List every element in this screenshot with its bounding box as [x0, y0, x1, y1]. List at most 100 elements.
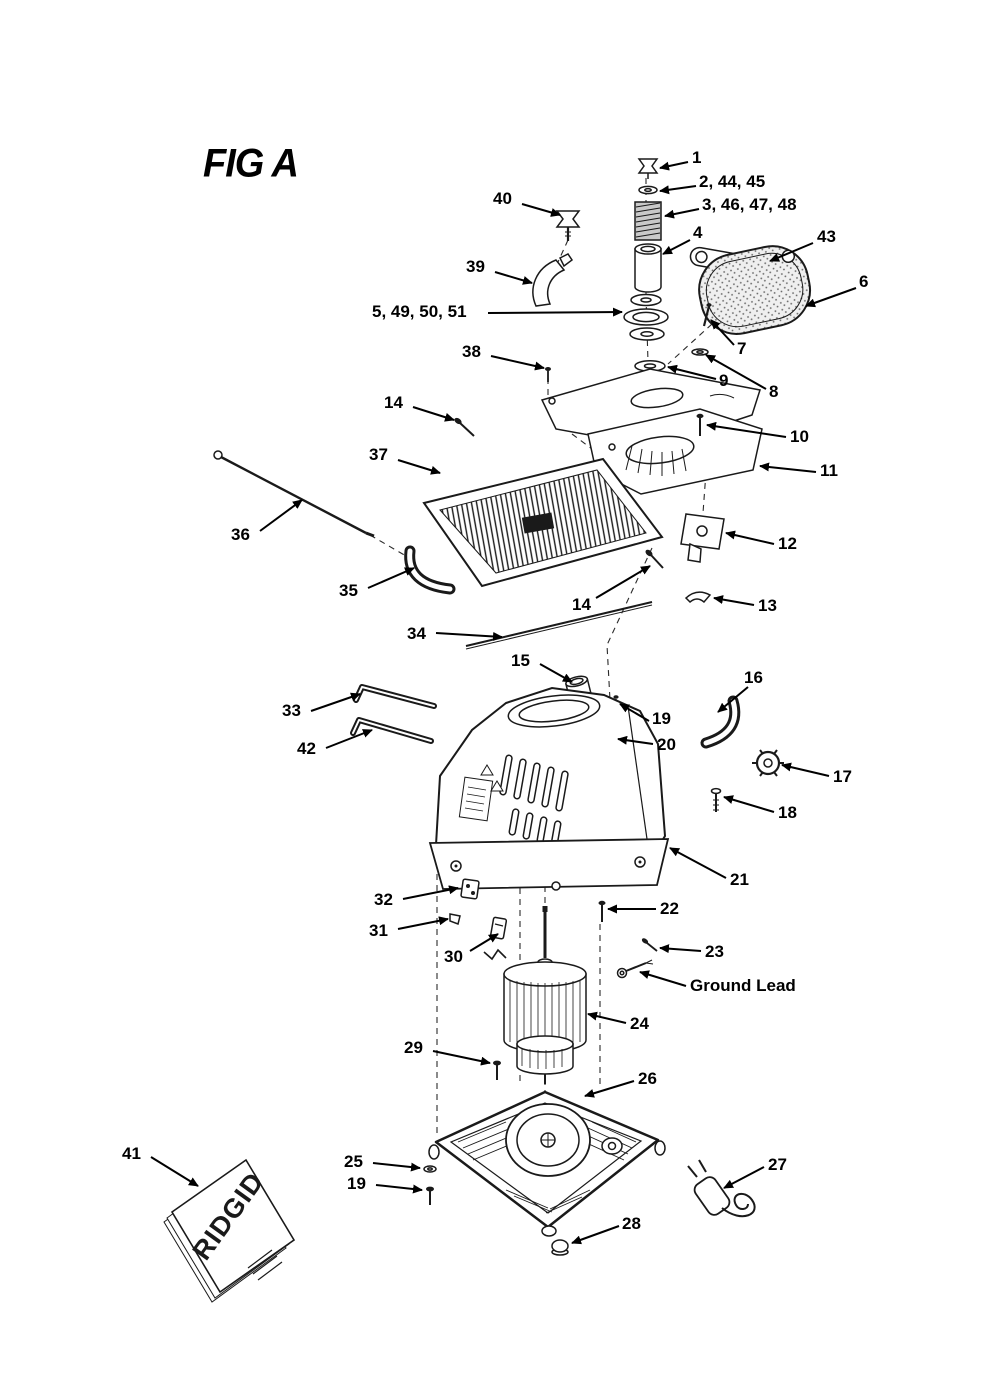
- figure-title: FIG A: [203, 141, 299, 187]
- callout-arrow-7: [710, 319, 735, 346]
- callout-14: 14: [572, 595, 591, 614]
- callout-26: 26: [638, 1069, 657, 1088]
- callout-arrow-38: [490, 355, 545, 371]
- callout-29: 29: [404, 1038, 423, 1057]
- callout-18: 18: [778, 803, 797, 822]
- callout-arrow-19: [619, 703, 650, 722]
- callout-36: 36: [231, 525, 250, 544]
- part-39-guard-bracket: [532, 253, 574, 307]
- callout-arrow-2-44-45: [659, 185, 697, 195]
- callout-arrow-23: [659, 944, 702, 954]
- callout-5-49-50-51: 5, 49, 50, 51: [372, 302, 467, 321]
- callout-20: 20: [657, 735, 676, 754]
- part-7-pin: [702, 303, 712, 327]
- callout-arrow-layer: [150, 161, 857, 1245]
- part-8-washer: [691, 348, 709, 356]
- callout-35: 35: [339, 581, 358, 600]
- callout-arrow-20: [617, 735, 654, 745]
- callout-arrow-8: [705, 354, 767, 390]
- callout-41: 41: [122, 1144, 141, 1163]
- callout-arrow-15: [539, 663, 573, 683]
- part-18-screw: [710, 787, 722, 812]
- callout-25: 25: [344, 1152, 363, 1171]
- callout-28: 28: [622, 1214, 641, 1233]
- part-38-screw: [545, 367, 551, 382]
- callout-arrow-18: [723, 795, 775, 813]
- callout-arrow-9: [667, 364, 717, 380]
- callout-16: 16: [744, 668, 763, 687]
- callout-arrow-3-46-47-48: [664, 208, 700, 219]
- callout-arrow-12: [725, 530, 775, 545]
- callout-15: 15: [511, 651, 530, 670]
- callout-30: 30: [444, 947, 463, 966]
- callout-11: 11: [820, 461, 838, 480]
- callout-33: 33: [282, 701, 301, 720]
- callout-arrow-42: [325, 729, 373, 749]
- part-22-screw: [598, 900, 606, 922]
- callout-arrow-36: [259, 499, 303, 532]
- callout-arrow-4: [662, 239, 691, 255]
- callout-arrow-43: [769, 242, 814, 262]
- part-32-switch: [460, 878, 480, 900]
- callout-arrow-40: [521, 203, 561, 217]
- part-5-pulley-washers: [623, 293, 669, 341]
- part-6-sanding-drum: [698, 245, 812, 335]
- callout-arrow-41: [150, 1156, 199, 1187]
- part-26-base: [428, 1090, 666, 1237]
- part-19-screw-2: [426, 1186, 434, 1205]
- part-31-clip: [449, 913, 461, 925]
- callout-23: 23: [705, 942, 724, 961]
- callout-12: 12: [778, 534, 797, 553]
- callout-arrow-25: [372, 1162, 421, 1172]
- callout-21: 21: [730, 870, 749, 889]
- callout-2-44-45: 2, 44, 45: [699, 172, 766, 191]
- part-17-lock-knob: [752, 749, 784, 777]
- part-13-clip: [684, 591, 712, 604]
- callout-32: 32: [374, 890, 393, 909]
- part-35-bearing-clamp: [404, 545, 456, 595]
- callout-arrow-ground-lead: [639, 970, 687, 987]
- callout-14: 14: [384, 393, 403, 412]
- callout-40: 40: [493, 189, 512, 208]
- part-ground-lead-wire: [616, 959, 654, 979]
- callout-37: 37: [369, 445, 388, 464]
- callout-arrow-29: [432, 1050, 491, 1066]
- callout-arrow-17: [781, 762, 830, 777]
- callout-arrow-31: [397, 916, 449, 930]
- callout-arrow-35: [367, 567, 415, 589]
- part-12-fence-bracket: [680, 513, 725, 563]
- callout-arrow-14: [412, 406, 455, 422]
- callout-6: 6: [859, 272, 869, 291]
- part-4-drum-core: [634, 243, 662, 293]
- callout-24: 24: [630, 1014, 649, 1033]
- part-2-washer: [638, 185, 658, 195]
- callout-7: 7: [737, 339, 747, 358]
- callout-3-46-47-48: 3, 46, 47, 48: [702, 195, 797, 214]
- part-16-bearing-clamp: [700, 695, 741, 749]
- callout-arrow-16: [717, 686, 749, 713]
- part-30-switch-key: [489, 916, 508, 940]
- callout-arrow-1: [659, 161, 689, 171]
- callout-arrow-5-49-50-51: [487, 307, 623, 317]
- part-3-spring: [634, 201, 662, 241]
- callout-1: 1: [692, 148, 702, 167]
- callout-43: 43: [817, 227, 836, 246]
- part-40-knob-bolt: [555, 210, 581, 241]
- callout-4: 4: [693, 223, 703, 242]
- callout-arrow-26: [584, 1080, 635, 1098]
- part-14-screw-2: [645, 549, 664, 569]
- callout-arrow-6: [805, 287, 857, 308]
- part-42-hex-wrench: [350, 717, 434, 744]
- part-25-washer: [423, 1165, 437, 1173]
- part-28-foot: [551, 1239, 569, 1256]
- part-37-table: [422, 457, 664, 588]
- callout-8: 8: [769, 382, 779, 401]
- callout-arrow-21: [669, 847, 727, 879]
- callout-10: 10: [790, 427, 809, 446]
- callout-22: 22: [660, 899, 679, 918]
- callout-19: 19: [652, 709, 671, 728]
- callout-arrow-39: [494, 271, 533, 285]
- callout-42: 42: [297, 739, 316, 758]
- callout-arrow-27: [723, 1166, 765, 1189]
